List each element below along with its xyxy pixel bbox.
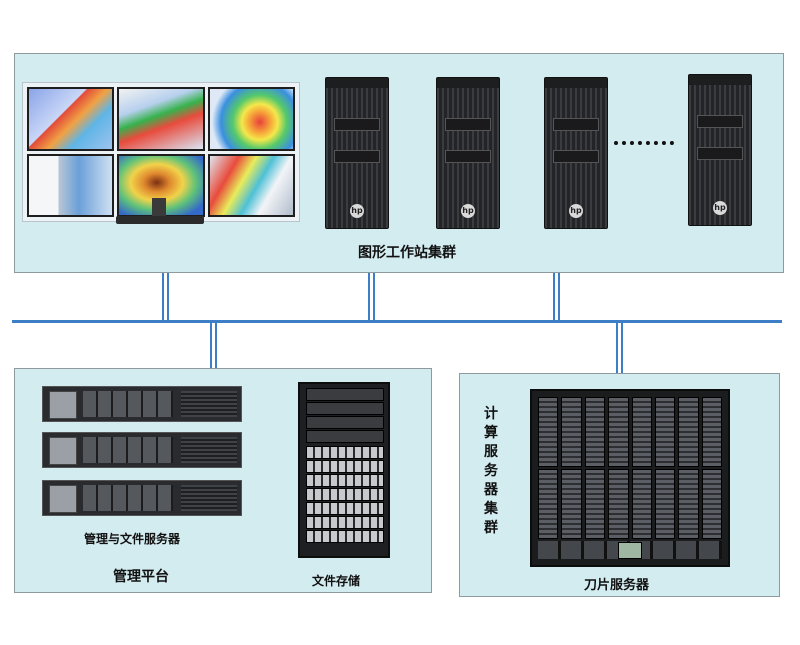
blade-slot: [631, 397, 652, 467]
tower-top: [437, 78, 499, 88]
storage-shelf: [306, 502, 384, 515]
blade-row: [538, 397, 722, 467]
network-backbone: [12, 320, 782, 323]
workstation-tower: hp: [544, 77, 608, 229]
storage-shelf: [306, 530, 384, 543]
drive-bay: [553, 150, 599, 163]
rack-server: [42, 386, 242, 422]
storage-blank: [306, 388, 384, 401]
server-drive-bays: [83, 437, 173, 463]
management-platform-label: 管理平台: [113, 569, 169, 585]
hp-logo-icon: hp: [713, 201, 727, 215]
network-link: [553, 273, 560, 321]
blade-slot: [608, 397, 629, 467]
tower-top: [545, 78, 607, 88]
drive-bay: [334, 118, 380, 131]
storage-shelf: [306, 488, 384, 501]
blade-slot: [608, 469, 629, 539]
label-char: 器: [484, 482, 498, 498]
blade-server-label: 刀片服务器: [584, 578, 650, 593]
monitor-screen: [207, 87, 295, 151]
workstation-cluster-label: 图形工作站集群: [358, 245, 456, 261]
drive-bay: [445, 118, 491, 131]
storage-blank: [306, 430, 384, 443]
monitor-stand: [152, 198, 166, 218]
blade-slot: [678, 397, 699, 467]
compute-cluster-label: 计 算 服 务 器 集 群: [481, 405, 501, 538]
hp-logo-icon: hp: [350, 204, 364, 218]
blade-slot: [561, 469, 582, 539]
storage-blank: [306, 416, 384, 429]
blade-slot: [701, 397, 722, 467]
network-link: [368, 273, 375, 321]
hp-logo-icon: hp: [461, 204, 475, 218]
hp-logo-icon: hp: [569, 204, 583, 218]
rack-server: [42, 432, 242, 468]
storage-cabinet: [298, 382, 390, 558]
blade-slot: [701, 469, 722, 539]
blade-slot: [538, 397, 559, 467]
label-char: 服: [484, 444, 498, 460]
drive-bay: [553, 118, 599, 131]
blade-slot: [678, 469, 699, 539]
network-link: [210, 323, 217, 369]
blade-slot: [584, 469, 606, 539]
storage-shelf: [306, 474, 384, 487]
lcd-panel: [618, 542, 642, 559]
rack-server: [42, 480, 242, 516]
network-link: [616, 323, 623, 373]
blade-slot: [561, 397, 582, 467]
label-char: 群: [484, 520, 498, 536]
storage-shelf: [306, 446, 384, 459]
label-char: 计: [484, 406, 498, 422]
storage-blank: [306, 402, 384, 415]
blade-row: [538, 469, 722, 539]
workstation-tower: hp: [436, 77, 500, 229]
blade-slot: [584, 397, 606, 467]
servers-label: 管理与文件服务器: [84, 532, 181, 546]
workstation-tower: hp: [325, 77, 389, 229]
drive-bay: [697, 147, 743, 160]
blade-slot: [654, 469, 676, 539]
label-char: 务: [484, 463, 498, 479]
server-drive-bays: [83, 391, 173, 417]
drive-bay: [697, 115, 743, 128]
monitor-screen: [117, 153, 205, 217]
workstation-tower: hp: [688, 74, 752, 226]
label-char: 集: [484, 501, 498, 517]
tower-top: [326, 78, 388, 88]
server-front-panel: [49, 437, 77, 465]
storage-label: 文件存储: [312, 574, 361, 588]
storage-shelf: [306, 460, 384, 473]
storage-shelf: [306, 516, 384, 529]
server-drive-bays: [83, 485, 173, 511]
network-link: [162, 273, 169, 321]
tower-top: [689, 75, 751, 85]
server-vent: [181, 437, 237, 463]
label-char: 算: [484, 425, 498, 441]
monitor-screen: [117, 87, 205, 151]
blade-chassis: [530, 389, 730, 567]
server-front-panel: [49, 485, 77, 513]
monitor-screen: [27, 153, 115, 217]
blade-slot: [538, 469, 559, 539]
server-front-panel: [49, 391, 77, 419]
server-vent: [181, 485, 237, 511]
server-vent: [181, 391, 237, 417]
blade-slot: [654, 397, 676, 467]
drive-bay: [334, 150, 380, 163]
ellipsis-connector: [614, 141, 674, 145]
blade-slot: [631, 469, 652, 539]
monitor-wall: [22, 82, 300, 222]
monitor-screen: [207, 153, 295, 217]
drive-bay: [445, 150, 491, 163]
monitor-screen: [27, 87, 115, 151]
monitor-base: [116, 216, 204, 224]
